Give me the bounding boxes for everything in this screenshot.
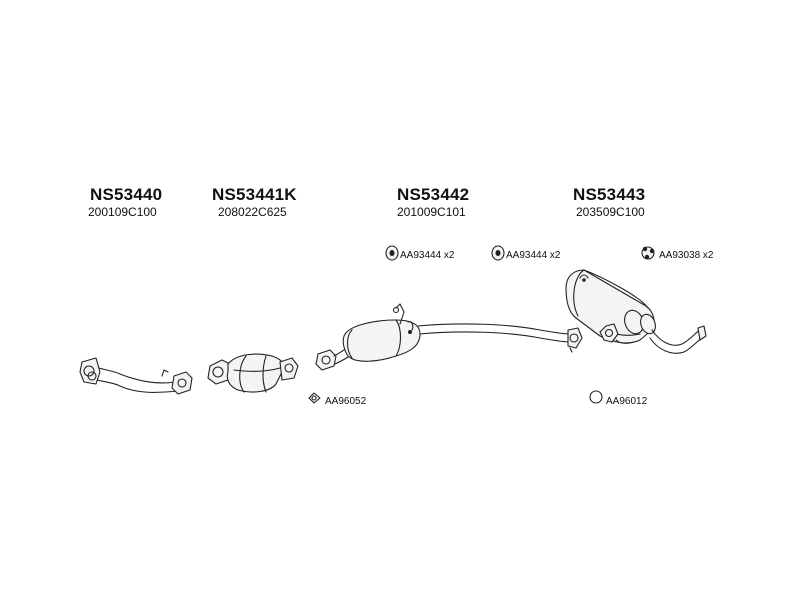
rubber-hanger-icon	[491, 245, 505, 261]
accessory-label-5: AA96012	[606, 396, 648, 407]
rubber-hanger-icon	[385, 245, 399, 261]
accessory-label-4: AA96052	[325, 396, 367, 407]
part-code-4: 203509C100	[576, 205, 645, 219]
gasket-icon	[308, 392, 321, 404]
mounting-bracket-icon	[641, 246, 655, 260]
part-number-4: NS53443	[573, 185, 646, 204]
accessory-label-1: AA93444 x2	[400, 250, 455, 261]
catalytic-converter	[207, 353, 299, 393]
part-number-2: NS53441K	[212, 185, 297, 204]
accessory-label-3: AA93038 x2	[659, 250, 714, 261]
front-pipe	[79, 357, 193, 395]
accessory-label-2: AA93444 x2	[506, 250, 561, 261]
part-code-2: 208022C625	[218, 205, 287, 219]
rear-silencer	[565, 269, 707, 354]
part-code-3: 201009C101	[397, 205, 466, 219]
part-code-1: 200109C100	[88, 205, 157, 219]
part-number-3: NS53442	[397, 185, 470, 204]
centre-silencer	[315, 303, 583, 371]
ring-gasket-icon	[589, 390, 603, 404]
part-number-1: NS53440	[90, 185, 163, 204]
